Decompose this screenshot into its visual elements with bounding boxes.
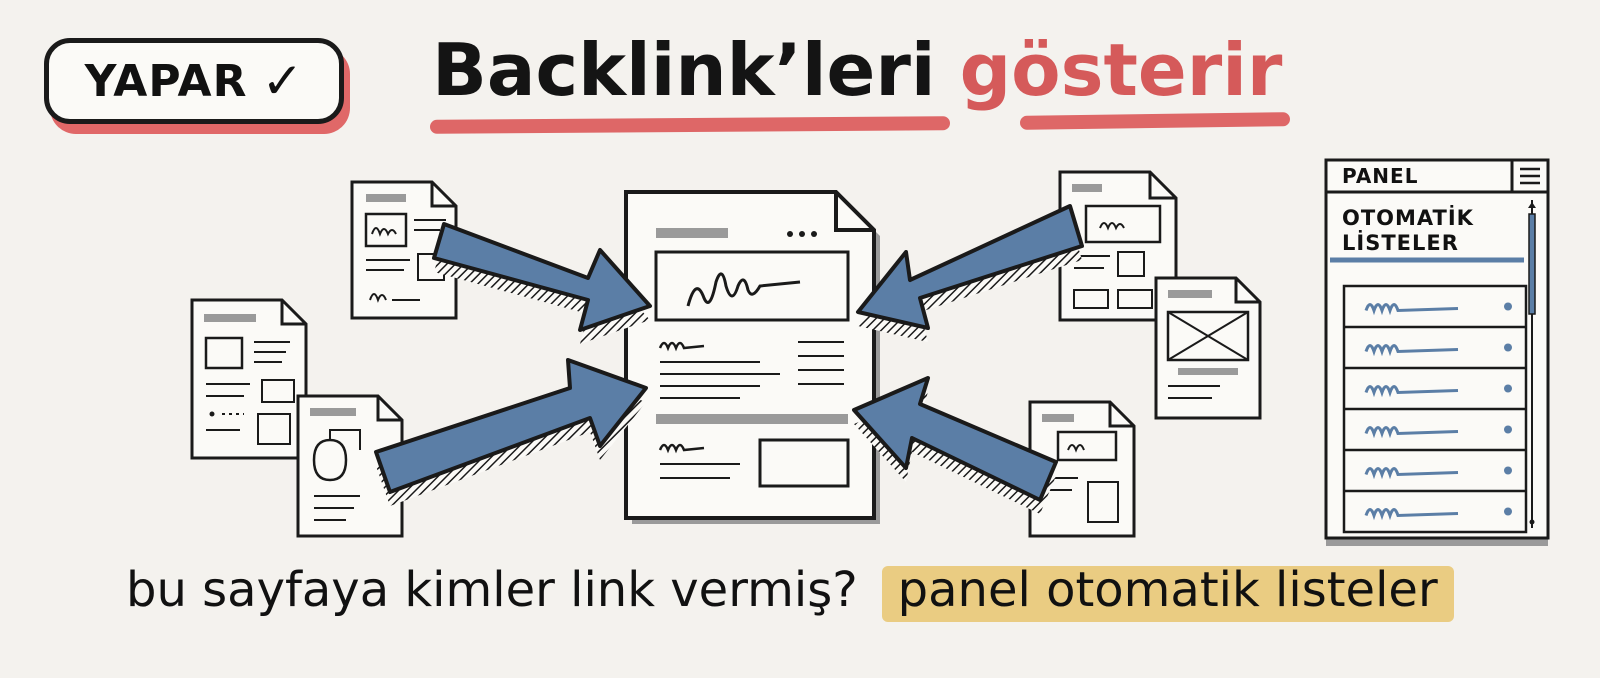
title-main: Backlink’leri [432, 28, 936, 112]
source-page-5 [1154, 276, 1262, 420]
arrow-bottom-left [374, 358, 648, 506]
panel-list-item[interactable] [1344, 407, 1526, 439]
panel-scrollbar[interactable] [1528, 200, 1536, 528]
list-item-scribble [1364, 467, 1459, 480]
panel-list-item[interactable] [1344, 489, 1526, 521]
caption-question: bu sayfaya kimler link vermiş? [126, 562, 858, 618]
panel-list-item[interactable] [1364, 302, 1512, 316]
page-title: Backlink’leri gösterir [432, 28, 1282, 112]
list-item-scribble [1364, 508, 1459, 521]
title-accent: gösterir [959, 28, 1283, 112]
yapar-badge: YAPAR ✓ [44, 38, 354, 134]
arrow-top-left [432, 222, 652, 344]
panel-list-item[interactable] [1344, 366, 1526, 398]
list-item-dot-icon [1504, 384, 1512, 393]
badge-box: YAPAR ✓ [44, 38, 344, 124]
hamburger-menu-icon[interactable] [1520, 167, 1540, 185]
source-page-6 [1028, 400, 1136, 538]
caption: bu sayfaya kimler link vermiş? panel oto… [126, 560, 1454, 622]
panel-list-item[interactable] [1344, 448, 1526, 480]
list-item-dot-icon [1504, 302, 1512, 311]
source-page-2 [190, 298, 308, 460]
badge-label: YAPAR [84, 55, 248, 107]
source-page-3 [296, 394, 404, 538]
panel-window [1324, 158, 1550, 546]
panel-title: PANEL [1342, 164, 1419, 188]
list-item-scribble [1364, 426, 1459, 439]
list-item-scribble [1364, 303, 1459, 316]
list-item-dot-icon [1504, 425, 1512, 434]
source-page-4 [1058, 170, 1178, 322]
target-page [624, 190, 880, 524]
list-item-dot-icon [1504, 466, 1512, 475]
caption-answer-highlight: panel otomatik listeler [881, 560, 1454, 622]
panel-section-label: OTOMATİK LİSTELER [1342, 206, 1474, 255]
arrow-top-right [856, 204, 1084, 342]
list-item-dot-icon [1504, 343, 1512, 352]
list-item-dot-icon [1504, 507, 1512, 516]
panel-list-item[interactable] [1344, 325, 1526, 357]
arrow-bottom-right [852, 376, 1058, 514]
check-icon: ✓ [261, 52, 304, 110]
caption-answer: panel otomatik listeler [897, 562, 1438, 618]
list-item-scribble [1364, 344, 1459, 357]
list-item-scribble [1364, 385, 1459, 398]
